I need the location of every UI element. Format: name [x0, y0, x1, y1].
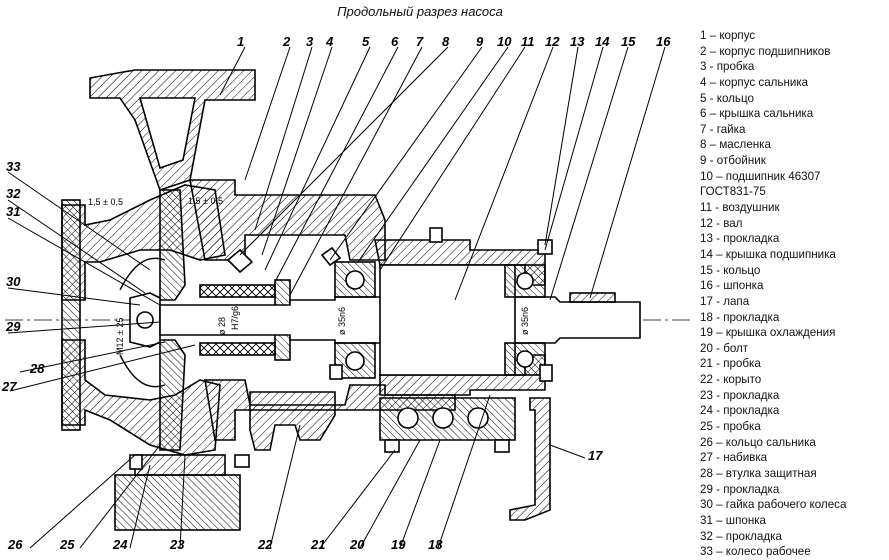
legend-item: 10 – подшипник 46307	[700, 169, 821, 183]
legend-item: 25 - пробка	[700, 420, 761, 434]
gap-dimension-right: 1,5 ± 0,5	[188, 196, 223, 206]
legend-item: 23 - прокладка	[700, 388, 780, 402]
gap-dimension-top: 1,5 ± 0,5	[88, 197, 123, 207]
callout-22: 22	[257, 537, 273, 552]
legend-item: 4 – корпус сальника	[700, 75, 809, 89]
callout-4: 4	[325, 34, 334, 49]
callout-27: 27	[1, 379, 17, 394]
legend-item: 3 - пробка	[700, 60, 755, 74]
legend-item: 18 - прокладка	[700, 310, 780, 324]
fit-dimension: H7/g6	[230, 306, 240, 330]
parts-legend: 1 – корпус 2 – корпус подшипников 3 - проб…	[700, 28, 886, 560]
callout-8: 8	[442, 34, 450, 49]
legend-item: 8 – масленка	[700, 138, 771, 152]
shaft-35-dimension-right: ø 35n6	[520, 307, 530, 335]
callout-6: 6	[391, 34, 399, 49]
legend-item: 20 - болт	[700, 341, 749, 355]
callout-12: 12	[545, 34, 560, 49]
callout-25: 25	[59, 537, 75, 552]
callout-19: 19	[391, 537, 406, 552]
callout-7: 7	[416, 34, 424, 49]
callout-17: 17	[588, 448, 603, 463]
callout-16: 16	[656, 34, 671, 49]
callout-9: 9	[476, 34, 484, 49]
legend-item: 32 – прокладка	[700, 529, 782, 543]
legend-item: 7 - гайка	[700, 122, 746, 136]
callout-14: 14	[595, 34, 610, 49]
shaft-35-dimension-left: ø 35n6	[337, 307, 347, 335]
callout-26: 26	[7, 537, 23, 552]
callout-13: 13	[570, 34, 585, 49]
legend-item: 24 - прокладка	[700, 404, 780, 418]
legend-item: 26 – кольцо сальника	[700, 435, 816, 449]
callout-1: 1	[237, 34, 244, 49]
legend-item: 2 – корпус подшипников	[700, 44, 831, 58]
legend-item: 6 – крышка сальника	[700, 107, 814, 121]
callout-28: 28	[29, 361, 45, 376]
callout-3: 3	[306, 34, 314, 49]
bolt-dimension: M12 ± 25	[115, 318, 125, 355]
legend-item: 31 – шпонка	[700, 513, 766, 527]
legend-item: 28 – втулка защитная	[700, 466, 817, 480]
callout-23: 23	[169, 537, 185, 552]
legend-item: ГОСТ831-75	[700, 185, 766, 199]
callout-11: 11	[521, 34, 535, 49]
legend-item: 30 – гайка рабочего колеса	[700, 498, 847, 512]
legend-item: 33 – колесо рабочее	[700, 545, 811, 559]
callout-33: 33	[6, 159, 21, 174]
legend-item: 11 - воздушник	[700, 201, 780, 215]
legend-item: 22 - корыто	[700, 373, 762, 387]
drawing-title: Продольный разрез насоса	[337, 4, 503, 19]
callout-18: 18	[428, 537, 443, 552]
callout-21: 21	[310, 537, 325, 552]
callout-24: 24	[112, 537, 128, 552]
legend-item: 13 - прокладка	[700, 232, 780, 246]
shaft-28-dimension: ø 28	[217, 317, 227, 335]
legend-item: 29 - прокладка	[700, 482, 780, 496]
callout-10: 10	[497, 34, 512, 49]
pump-section-drawing: 1,5 ± 0,5 1,5 ± 0,5 M12 ± 25 ø 28 H7/g6 …	[1, 34, 690, 552]
callout-20: 20	[349, 537, 365, 552]
legend-item: 15 - кольцо	[700, 263, 761, 277]
legend-item: 27 - набивка	[700, 451, 768, 465]
callout-15: 15	[621, 34, 636, 49]
callout-5: 5	[362, 34, 370, 49]
legend-item: 19 – крышка охлаждения	[700, 326, 836, 340]
legend-item: 14 – крышка подшипника	[700, 247, 836, 261]
callout-30: 30	[6, 274, 21, 289]
callout-29: 29	[5, 319, 21, 334]
callout-32: 32	[6, 186, 21, 201]
legend-item: 21 - пробка	[700, 357, 761, 371]
legend-item: 16 - шпонка	[700, 279, 764, 293]
legend-item: 9 - отбойник	[700, 154, 766, 168]
legend-item: 5 - кольцо	[700, 91, 754, 105]
legend-item: 17 - лапа	[700, 294, 750, 308]
legend-item: 1 – корпус	[700, 29, 756, 42]
legend-item: 12 - вал	[700, 216, 743, 230]
callout-31: 31	[6, 204, 20, 219]
callout-2: 2	[282, 34, 291, 49]
